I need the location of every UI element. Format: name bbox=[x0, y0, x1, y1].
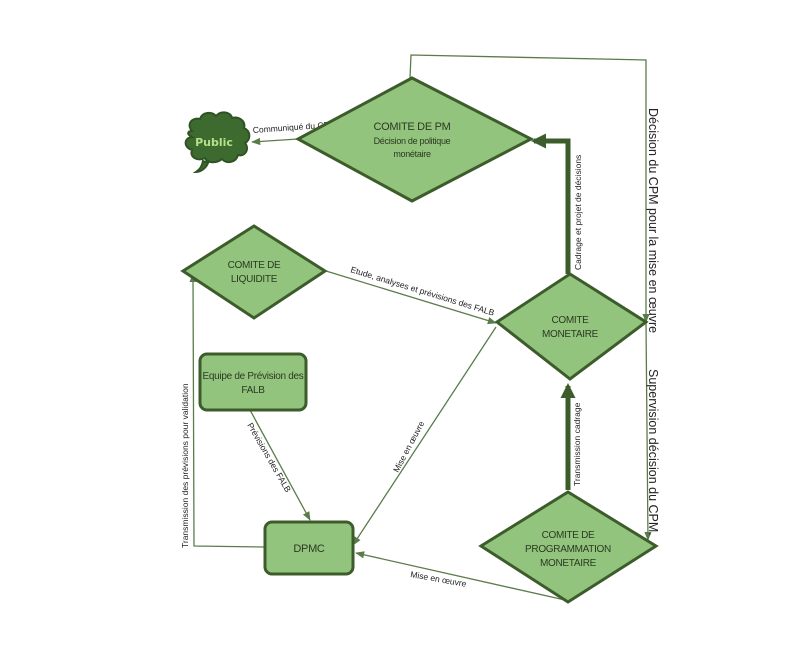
node-comite-pm-shape bbox=[294, 76, 535, 203]
node-comite-pm-line3: monétaire bbox=[393, 149, 431, 159]
edge-transmission-validation-label: Transmission des prévisions pour validat… bbox=[180, 383, 190, 548]
edge-etude-label: Etude, analyses et prévisions des FALB bbox=[349, 264, 495, 317]
node-public-label: Public bbox=[195, 136, 233, 149]
node-comite-monetaire-line1: COMITE bbox=[551, 315, 589, 326]
node-comite-programmation-shape bbox=[478, 490, 659, 604]
node-dpmc[interactable]: DPMC bbox=[263, 520, 355, 576]
node-comite-liquidite-line2: LIQUIDITE bbox=[231, 274, 278, 285]
edge-previsions-falb: Prévisions des FALB bbox=[245, 409, 311, 521]
edge-mise-cm-line bbox=[352, 326, 497, 546]
edge-etude-line bbox=[325, 270, 497, 325]
edge-mise-cm-label: Mise en œuvre bbox=[391, 419, 427, 474]
node-equipe-prevision-line1: Equipe de Prévision des bbox=[203, 371, 304, 382]
edge-etude-analyses: Etude, analyses et prévisions des FALB bbox=[325, 264, 497, 325]
edge-decision-label: Décision du CPM pour la mise en œuvre bbox=[646, 108, 660, 333]
node-comite-programmation-line1: COMITE DE bbox=[542, 530, 595, 541]
edge-supervision-label: Supervision décision du CPM. bbox=[646, 369, 660, 536]
node-dpmc-shape bbox=[263, 520, 355, 576]
node-comite-programmation-line3: MONETAIRE bbox=[540, 558, 597, 569]
edge-supervision-line bbox=[644, 321, 652, 541]
node-dpmc-label: DPMC bbox=[293, 543, 325, 555]
edge-cadrage-line bbox=[531, 133, 571, 274]
edge-decision-mise-en-oeuvre: Décision du CPM pour la mise en œuvre bbox=[409, 54, 660, 333]
edge-communique-line bbox=[251, 137, 299, 146]
node-comite-liquidite-line1: COMITE DE bbox=[228, 260, 281, 271]
node-comite-pm[interactable]: COMITE DE PM Décision de politique monét… bbox=[294, 76, 535, 203]
node-comite-pm-line2: Décision de politique bbox=[374, 136, 451, 146]
node-comite-monetaire[interactable]: COMITE MONETAIRE bbox=[494, 272, 649, 381]
node-comite-pm-title: COMITE DE PM bbox=[373, 121, 450, 133]
node-comite-monetaire-shape bbox=[494, 272, 649, 381]
node-equipe-prevision-line2: FALB bbox=[241, 385, 265, 396]
edge-previsions-label: Prévisions des FALB bbox=[245, 421, 293, 494]
node-comite-liquidite[interactable]: COMITE DE LIQUIDITE bbox=[180, 224, 328, 320]
edge-transmission-validation-line bbox=[189, 273, 265, 548]
node-comite-liquidite-shape bbox=[180, 224, 328, 320]
edge-decision-line bbox=[409, 54, 650, 323]
edge-cadrage-projet: Cadrage et projet de décisions bbox=[531, 133, 583, 274]
edge-cadrage-label: Cadrage et projet de décisions bbox=[573, 155, 583, 270]
cloud-icon bbox=[184, 111, 251, 174]
edge-transmission-cadrage: Transmission cadrage bbox=[560, 383, 582, 490]
edge-supervision: Supervision décision du CPM. bbox=[644, 321, 660, 541]
edge-transmission-validation: Transmission des prévisions pour validat… bbox=[180, 273, 265, 548]
edge-previsions-line bbox=[249, 409, 311, 521]
node-equipe-prevision[interactable]: Equipe de Prévision des FALB bbox=[198, 352, 308, 412]
node-comite-programmation[interactable]: COMITE DE PROGRAMMATION MONETAIRE bbox=[478, 490, 659, 604]
edge-mise-en-oeuvre-cm: Mise en œuvre bbox=[352, 326, 497, 546]
node-comite-programmation-line2: PROGRAMMATION bbox=[525, 544, 611, 555]
node-equipe-prevision-shape bbox=[198, 352, 308, 412]
node-public[interactable]: Public bbox=[184, 111, 251, 174]
edge-mise-cpm-line bbox=[355, 551, 566, 601]
node-comite-monetaire-line2: MONETAIRE bbox=[542, 329, 599, 340]
edge-transmission-cadrage-label: Transmission cadrage bbox=[572, 402, 582, 486]
